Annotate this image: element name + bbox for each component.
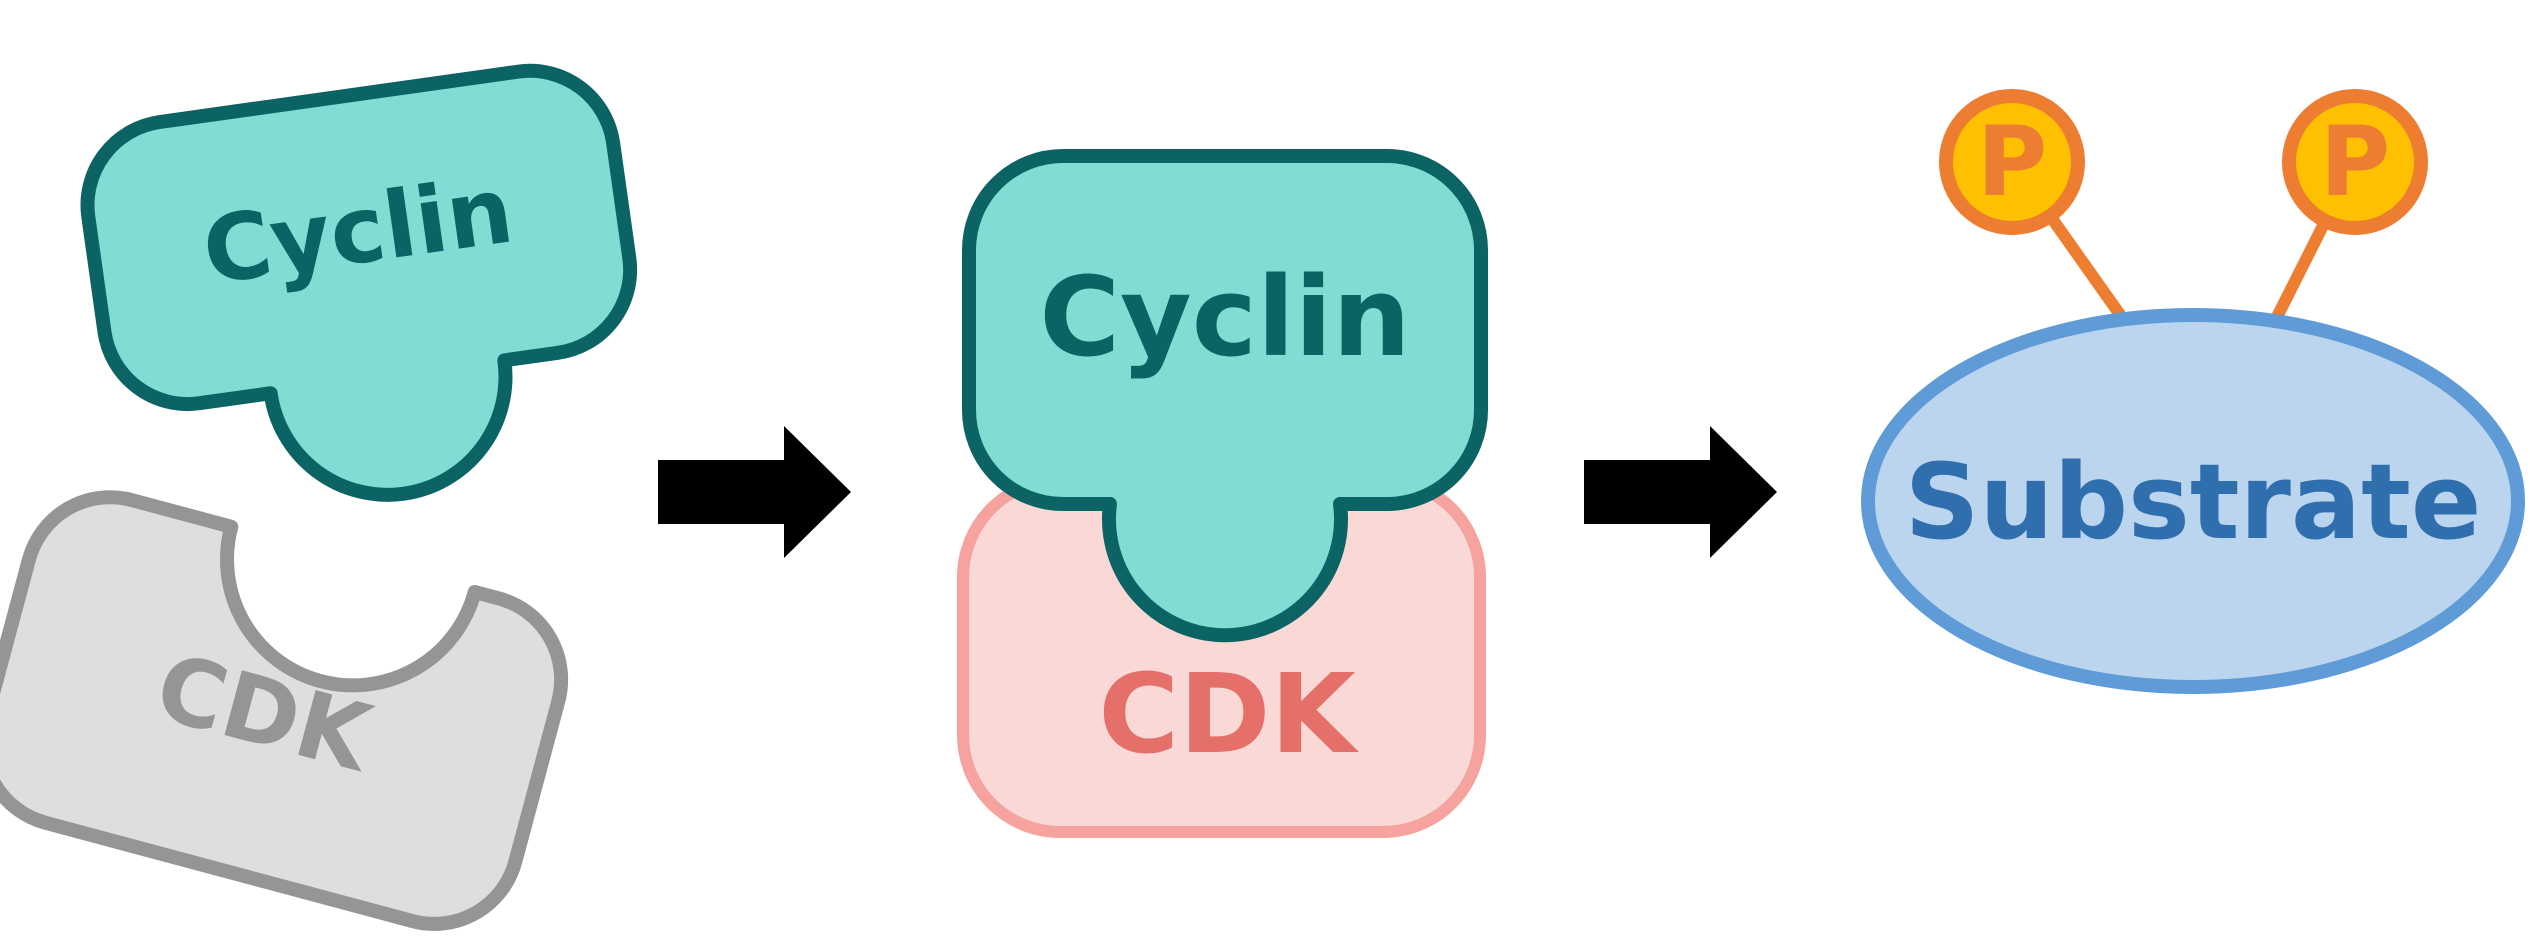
phosphate-label-1: P bbox=[1977, 106, 2047, 218]
substrate-label: Substrate bbox=[1905, 441, 2482, 563]
bound-cyclin-shape bbox=[962, 149, 1488, 643]
free-cdk-shape bbox=[0, 490, 569, 931]
free-cyclin-shape bbox=[80, 63, 638, 502]
phosphate-circle-2 bbox=[2282, 89, 2428, 235]
arrow-right-1 bbox=[658, 426, 851, 558]
phosphate-group-1: P bbox=[1939, 89, 2085, 235]
free-cyclin: Cyclin bbox=[80, 63, 638, 502]
arrow-right-2 bbox=[1584, 426, 1777, 558]
free-cdk: CDK bbox=[0, 490, 569, 931]
bound-cyclin-label: Cyclin bbox=[1039, 253, 1410, 381]
phosphate-circle-1 bbox=[1939, 89, 2085, 235]
phosphate-group-2: P bbox=[2282, 89, 2428, 235]
bound-cdk-label: CDK bbox=[1098, 650, 1359, 778]
bound-cdk-shape bbox=[957, 474, 1486, 838]
phosphate-label-2: P bbox=[2320, 106, 2390, 218]
substrate-ellipse bbox=[1861, 308, 2525, 694]
